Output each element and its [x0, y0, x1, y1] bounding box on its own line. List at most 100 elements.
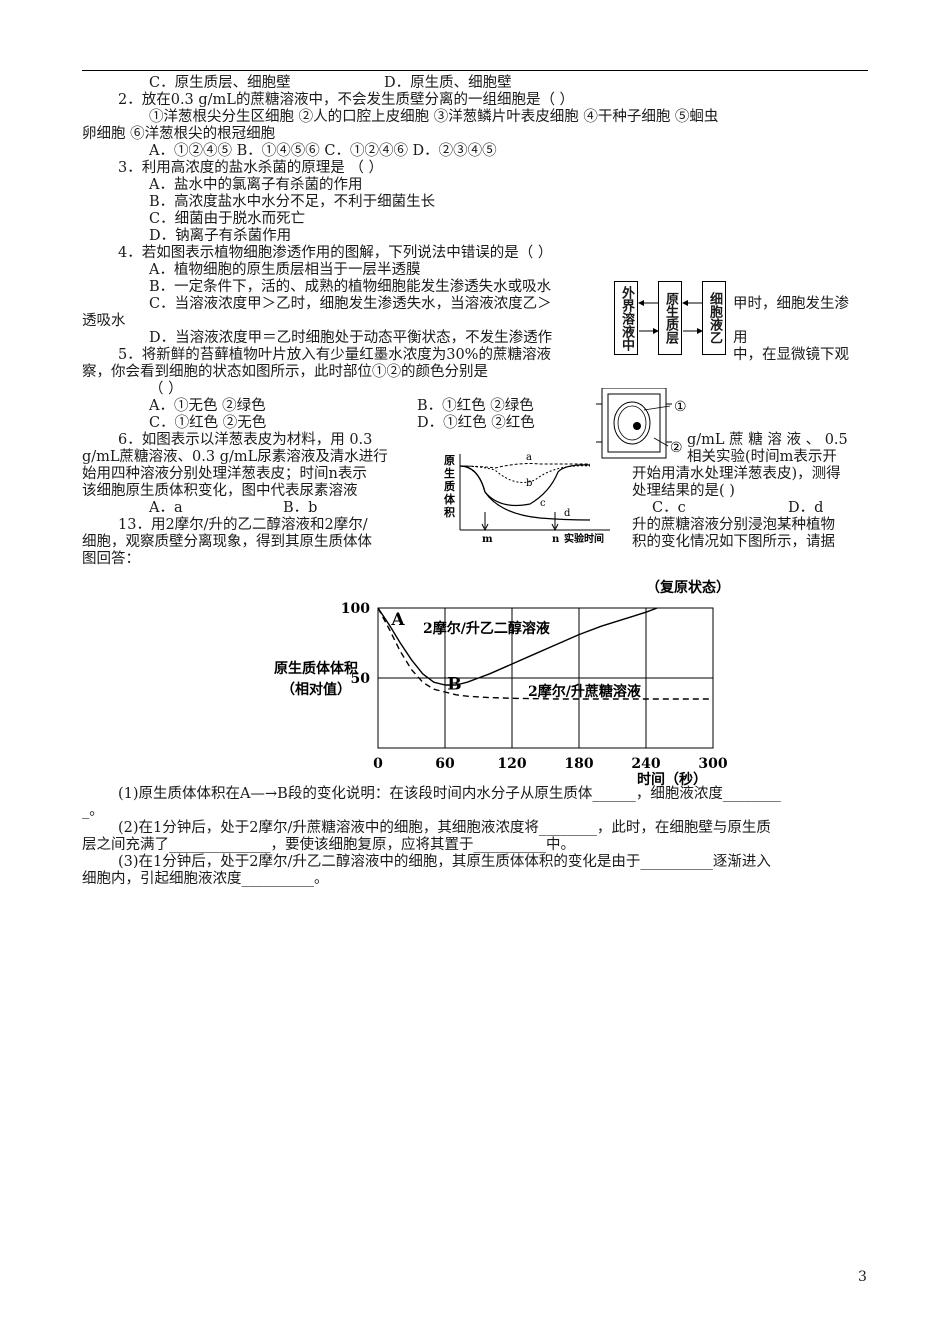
cell-diagram: ① ② — [596, 388, 687, 459]
fig6-curve-d — [459, 465, 591, 521]
text-line: ①洋葱根尖分生区细胞 ②人的口腔上皮细胞 ③洋葱鳞片叶表皮细胞 ④干种子细胞 ⑤… — [149, 109, 719, 125]
text-line: D．d — [788, 500, 824, 516]
text-line: 4．若如图表示植物细胞渗透作用的图解，下列说法中错误的是（ ） — [118, 245, 553, 261]
text-line: 甲时，细胞发生渗 — [733, 296, 849, 312]
fig6-ylabel-1: 原 — [444, 454, 455, 467]
text-line: 透吸水 — [82, 313, 126, 329]
y-tick-label: 100 — [341, 601, 370, 617]
text-line: 细胞，观察质壁分离现象，得到其原生质体体 — [82, 534, 372, 550]
fig6-curve-a — [459, 463, 590, 469]
fig6-curve-b — [459, 465, 591, 483]
text-line: 层之间充满了______________，要使该细胞复原，应将其置于______… — [82, 837, 575, 853]
text-line: B．①红色 ②绿色 — [417, 398, 534, 414]
fig6-label-b: b — [526, 478, 532, 489]
text-line: C．当溶液浓度甲＞乙时，细胞发生渗透失水，当溶液浓度乙＞ — [149, 296, 552, 312]
outer-solution-box: 外界溶液中 — [614, 281, 638, 355]
text-line: 3．利用高浓度的盐水杀菌的原理是 （ ） — [118, 160, 383, 176]
text-line: 相关实验(时间m表示开 — [687, 449, 837, 465]
fig6-label-c: c — [540, 498, 546, 509]
text-line: A．①②④⑤ B．①④⑤⑥ C．①②④⑥ D．②③④⑤ — [149, 143, 497, 159]
text-line: 该细胞原生质体积变化，图中代表尿素溶液 — [82, 483, 358, 499]
page-number: 3 — [858, 1269, 867, 1285]
cell-sap-label: 细胞液乙 — [707, 292, 722, 344]
text-line: g/mL 蔗 糖 溶 液 、 0.5 — [687, 432, 848, 448]
text-line: A．a — [149, 500, 183, 516]
outer-solution-label: 外界溶液中 — [619, 285, 634, 351]
fig6-label-a: a — [526, 452, 532, 463]
text-line: (3)在1分钟后，处于2摩尔/升乙二醇溶液中的细胞，其原生质体体积的变化是由于_… — [118, 854, 771, 870]
y-axis-label: 原生质体体积 — [274, 660, 358, 677]
fig6-curve-c — [459, 464, 591, 507]
text-line: 处理结果的是( ) — [632, 483, 735, 499]
volume-curves-figure: 原 生 质 体 积 a b c d m n 实验时间 — [444, 452, 610, 544]
text-line: 5．将新鲜的苔藓植物叶片放入有少量红墨水浓度为30%的蔗糖溶液 — [118, 347, 551, 363]
text-line: _。 — [82, 803, 104, 819]
y-tick-label: 50 — [351, 671, 371, 687]
x-axis-label: 时间（秒） — [637, 771, 707, 786]
series-label-sucrose: 2摩尔/升蔗糖溶液 — [528, 683, 642, 700]
text-line: 察，你会看到细胞的状态如图所示，此时部位①②的颜色分别是 — [82, 364, 488, 380]
series-label-ethylene-glycol: 2摩尔/升乙二醇溶液 — [423, 620, 551, 637]
protoplast-layer-label: 原生质层 — [663, 292, 678, 344]
fig6-ylabel-5: 积 — [444, 505, 455, 519]
text-line: g/mL蔗糖溶液、0.3 g/mL尿素溶液及清水进行 — [82, 449, 388, 465]
text-line: 中，在显微镜下观 — [733, 347, 849, 363]
text-line: A．①无色 ②绿色 — [149, 398, 266, 414]
osmosis-arrows — [638, 300, 703, 334]
text-line: 升的蔗糖溶液分别浸泡某种植物 — [632, 517, 835, 533]
text-line: (2)在1分钟后，处于2摩尔/升蔗糖溶液中的细胞，其细胞液浓度将________… — [118, 820, 771, 836]
text-line: B．高浓度盐水中水分不足，不利于细菌生长 — [149, 194, 436, 210]
protoplast-volume-chart: 0 60 120 180 240 300 50 100 原生质体体积 （相对值） 时间（秒） （复原状… — [274, 579, 730, 786]
text-line: (1)原生质体体积在A—→B段的变化说明：在该段时间内水分子从原生质体_____… — [118, 786, 781, 802]
text-line: A．植物细胞的原生质层相当于一层半透膜 — [149, 262, 421, 278]
text-line: D．当溶液浓度甲＝乙时细胞处于动态平衡状态，不发生渗透作 — [149, 330, 553, 346]
y-axis-label-unit: （相对值） — [281, 681, 351, 698]
text-line: 用 — [733, 330, 748, 346]
fig6-tick-m: m — [482, 534, 493, 544]
text-line: 图回答： — [82, 551, 140, 567]
text-line: 细胞内，引起细胞液浓度__________。 — [82, 871, 329, 887]
osmosis-diagram: 外界溶液中 原生质层 细胞液乙 — [614, 281, 728, 355]
point-label-B: B — [447, 675, 461, 695]
point-label-A: A — [390, 610, 405, 630]
fig6-tick-n: n — [552, 534, 560, 544]
series-line-0 — [377, 607, 658, 686]
x-tick-label: 300 — [698, 756, 727, 772]
text-line: C．c — [652, 500, 686, 516]
x-tick-label: 120 — [497, 756, 526, 772]
text-line: C．原生质层、细胞壁 — [149, 75, 291, 91]
text-line: D．原生质、细胞壁 — [384, 75, 512, 91]
text-line: C．①红色 ②无色 — [149, 415, 267, 431]
protoplast-layer-box: 原生质层 — [658, 281, 682, 355]
text-line: C．细菌由于脱水而死亡 — [149, 211, 306, 227]
cell-sap-box: 细胞液乙 — [702, 281, 726, 355]
text-line: 13．用2摩尔/升的乙二醇溶液和2摩尔/ — [118, 517, 368, 533]
fig6-xlabel: 实验时间 — [564, 532, 604, 544]
text-line: 开始用清水处理洋葱表皮)，测得 — [632, 466, 841, 482]
text-line: B．b — [283, 500, 318, 516]
header-rule — [82, 70, 868, 71]
fig6-ylabel-2: 生 — [444, 466, 455, 480]
text-line: A．盐水中的氯离子有杀菌的作用 — [149, 177, 363, 193]
text-line: 始用四种溶液分别处理洋葱表皮；时间n表示 — [82, 466, 367, 482]
fig6-ylabel-3: 质 — [444, 479, 455, 493]
text-line: 2．放在0.3 g/mL的蔗糖溶液中，不会发生质壁分离的一组细胞是（ ） — [118, 92, 575, 108]
x-tick-label: 0 — [373, 756, 383, 772]
text-line: D．钠离子有杀菌作用 — [149, 228, 292, 244]
text-line: （ ） — [149, 381, 183, 397]
text-line: 卵细胞 ⑥洋葱根尖的根冠细胞 — [82, 126, 276, 142]
text-line: 积的变化情况如下图所示，请据 — [632, 534, 835, 550]
fig6-ylabel-4: 体 — [444, 492, 456, 506]
x-tick-label: 180 — [564, 756, 593, 772]
fig6-label-d: d — [564, 508, 571, 519]
cell-label-2: ② — [670, 440, 683, 456]
cell-label-1: ① — [674, 399, 687, 415]
x-tick-label: 60 — [435, 756, 455, 772]
x-tick-label: 240 — [631, 756, 660, 772]
recovery-state-annotation: （复原状态） — [646, 579, 730, 596]
series-line-1 — [377, 607, 713, 700]
text-line: D．①红色 ②红色 — [417, 415, 535, 431]
text-line: B．一定条件下，活的、成熟的植物细胞能发生渗透失水或吸水 — [149, 279, 552, 295]
text-line: 6．如图表示以洋葱表皮为材料，用 0.3 — [118, 432, 373, 448]
